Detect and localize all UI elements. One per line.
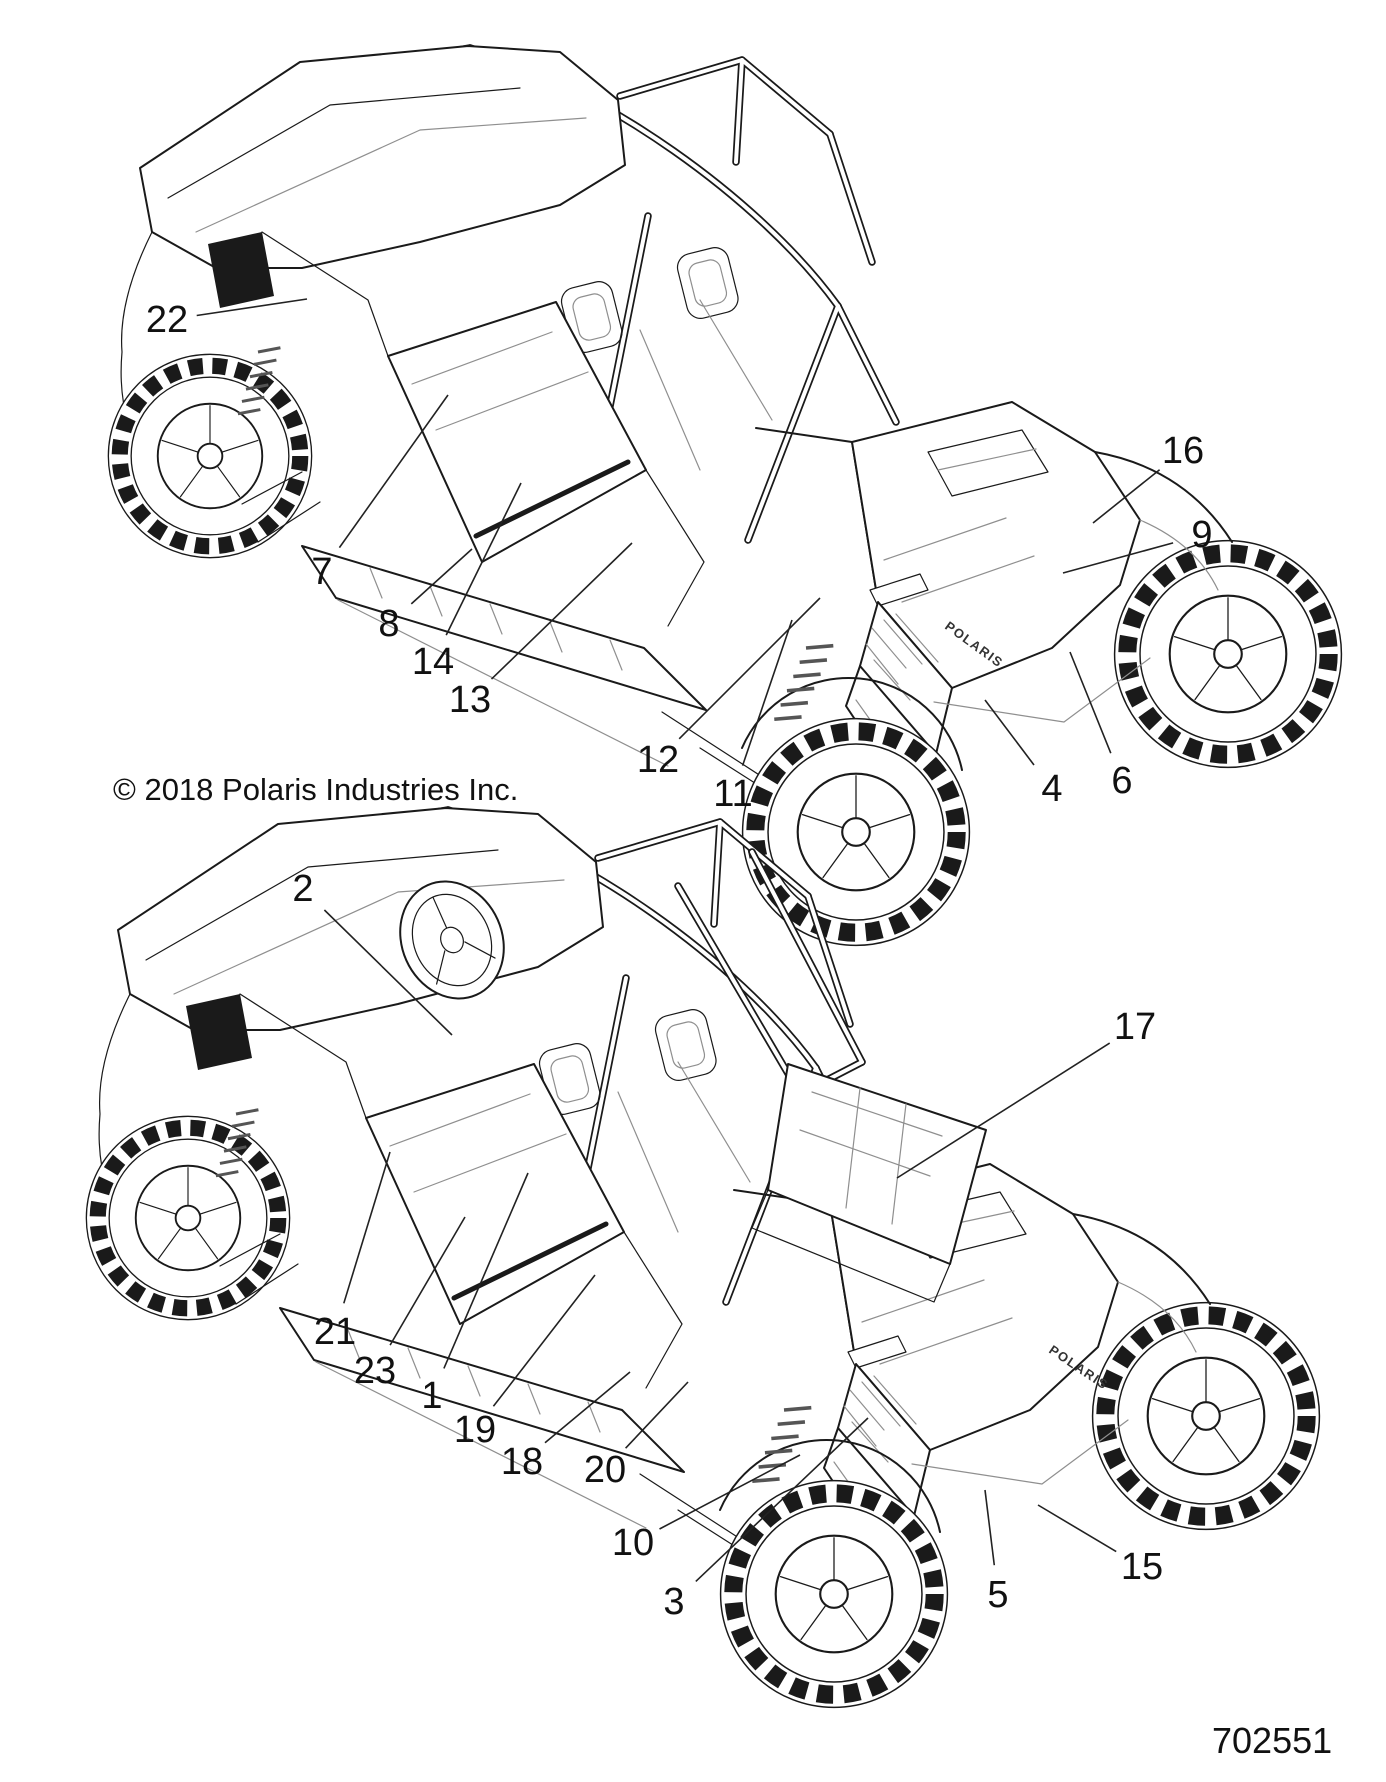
callout-11-label: 11 bbox=[713, 773, 752, 815]
callout-18-leader bbox=[544, 1371, 631, 1444]
callout-6-label: 6 bbox=[1111, 760, 1132, 802]
callout-5-leader bbox=[984, 1489, 996, 1566]
callout-6-leader bbox=[1069, 651, 1112, 754]
callout-20-leader bbox=[625, 1381, 689, 1449]
callout-4-leader bbox=[984, 699, 1035, 766]
callout-12-label: 12 bbox=[637, 739, 679, 781]
callout-21-leader bbox=[343, 1151, 391, 1304]
callout-1-label: 1 bbox=[421, 1375, 442, 1417]
callout-23-leader bbox=[389, 1216, 466, 1346]
callout-23-label: 23 bbox=[354, 1350, 396, 1392]
part-number: 702551 bbox=[1212, 1720, 1332, 1761]
callout-16-label: 16 bbox=[1162, 430, 1204, 472]
callout-8-label: 8 bbox=[378, 603, 399, 645]
callout-22-leader bbox=[196, 298, 308, 317]
callout-1-leader bbox=[443, 1172, 529, 1369]
callout-5-label: 5 bbox=[987, 1574, 1008, 1616]
callout-4-label: 4 bbox=[1041, 768, 1062, 810]
callout-7-label: 7 bbox=[311, 551, 332, 593]
callout-10-label: 10 bbox=[612, 1522, 654, 1564]
steering-wheel bbox=[399, 880, 505, 1000]
callout-13-label: 13 bbox=[449, 679, 491, 721]
callout-2-label: 2 bbox=[292, 868, 313, 910]
callout-17-leader bbox=[896, 1042, 1111, 1179]
callout-3-label: 3 bbox=[663, 1581, 684, 1623]
callout-11-leader bbox=[741, 619, 793, 766]
callout-20-label: 20 bbox=[584, 1449, 626, 1491]
callout-16-leader bbox=[1092, 469, 1161, 524]
callout-19-label: 19 bbox=[454, 1409, 496, 1451]
copyright-text: © 2018 Polaris Industries Inc. bbox=[113, 772, 518, 807]
callout-8-leader bbox=[410, 548, 473, 605]
callout-3-leader bbox=[695, 1417, 869, 1582]
callout-2-leader bbox=[323, 909, 453, 1036]
vehicle-bottom-illustration: POLARIS bbox=[86, 808, 1319, 1707]
callout-21-label: 21 bbox=[314, 1311, 356, 1353]
callout-10-leader bbox=[659, 1454, 801, 1530]
callout-22-label: 22 bbox=[146, 299, 188, 341]
callout-19-leader bbox=[492, 1274, 596, 1407]
vehicle-top-illustration: POLARIS bbox=[108, 46, 1341, 945]
callout-7-leader bbox=[338, 394, 449, 549]
callout-18-label: 18 bbox=[501, 1441, 543, 1483]
callout-14-label: 14 bbox=[412, 641, 454, 683]
callout-15-leader bbox=[1037, 1504, 1117, 1553]
callout-15-label: 15 bbox=[1121, 1546, 1163, 1588]
callout-13-leader bbox=[490, 542, 633, 680]
callout-14-leader bbox=[445, 482, 522, 636]
callout-9-leader bbox=[1062, 542, 1174, 574]
callout-17-label: 17 bbox=[1114, 1006, 1156, 1048]
callout-9-label: 9 bbox=[1191, 514, 1212, 556]
callout-12-leader bbox=[678, 597, 821, 740]
